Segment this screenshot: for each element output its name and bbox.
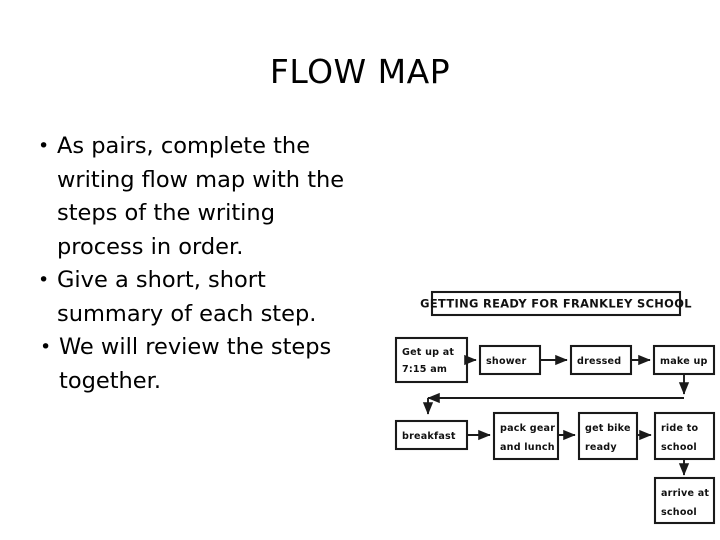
flowchart-node-ride-to: ride to school — [653, 411, 716, 461]
flowchart-node-get-bike: get bike ready — [577, 411, 639, 461]
node-line: school — [661, 442, 697, 453]
list-item: • We will review the steps together. — [38, 331, 368, 398]
node-line: shower — [486, 356, 527, 367]
page-title: FLOW MAP — [269, 52, 451, 91]
node-line: get bike — [585, 423, 631, 434]
flowchart-node-breakfast: breakfast — [394, 419, 469, 451]
list-item-text: We will review the steps together. — [59, 334, 332, 394]
node-line: dressed — [577, 356, 621, 367]
node-line: breakfast — [402, 431, 456, 442]
bullet-marker-icon: • — [38, 269, 50, 291]
flowchart-node-dressed: dressed — [569, 344, 633, 376]
bullet-marker-icon: • — [38, 135, 50, 157]
flowchart-node-make-up: make up — [652, 344, 716, 376]
flowchart-title-text: GETTING READY FOR FRANKLEY SCHOOL — [420, 297, 692, 311]
node-line: arrive at — [661, 488, 709, 499]
node-line: pack gear — [500, 423, 555, 434]
node-line: make up — [660, 356, 708, 367]
list-item: • As pairs, complete the writing flow ma… — [38, 130, 368, 264]
node-line: Get up at — [402, 347, 454, 358]
flowchart-title-box: GETTING READY FOR FRANKLEY SCHOOL — [420, 290, 692, 317]
flowchart-node-arrive-at: arrive at school — [653, 476, 716, 525]
flowchart-image: GETTING READY FOR FRANKLEY SCHOOL Get up… — [390, 286, 720, 530]
node-line: ready — [585, 442, 617, 453]
node-line: 7:15 am — [402, 364, 447, 375]
list-item-text: As pairs, complete the writing flow map … — [57, 133, 345, 260]
flowchart-node-get-up: Get up at 7:15 am — [394, 336, 469, 384]
node-line: school — [661, 507, 697, 518]
flowchart-node-shower: shower — [478, 344, 542, 376]
node-line: and lunch — [500, 442, 555, 453]
bullet-marker-icon: • — [40, 336, 52, 358]
flowchart-node-pack-gear: pack gear and lunch — [492, 411, 560, 461]
list-item-text: Give a short, short summary of each step… — [57, 267, 317, 327]
node-line: ride to — [661, 423, 699, 434]
bullet-list: • As pairs, complete the writing flow ma… — [38, 130, 368, 398]
list-item: • Give a short, short summary of each st… — [38, 264, 368, 331]
